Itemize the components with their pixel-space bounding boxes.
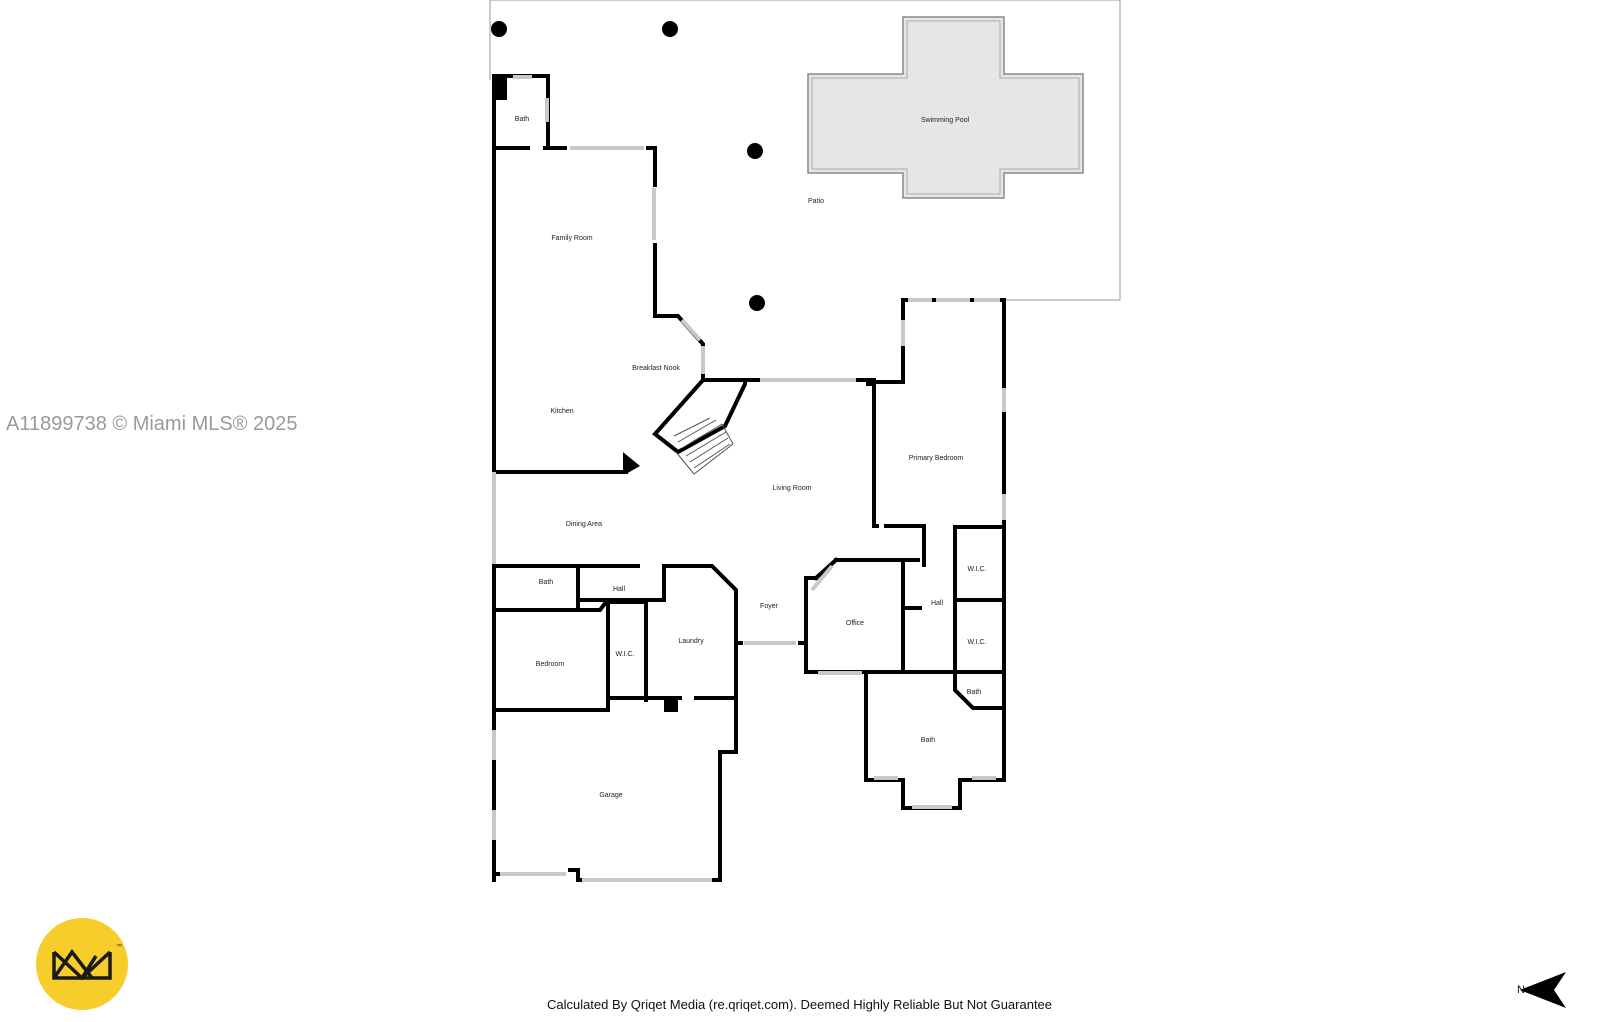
patio-outline xyxy=(490,0,1121,301)
window xyxy=(680,318,702,342)
room-label-office: Office xyxy=(846,620,864,627)
wall xyxy=(953,525,1006,674)
qriqet-logo-icon: ™ xyxy=(36,918,128,1010)
svg-text:™: ™ xyxy=(116,943,122,950)
wall xyxy=(606,600,648,710)
room-label-foyer: Foyer xyxy=(760,603,779,610)
column xyxy=(662,21,678,37)
wall-block xyxy=(664,696,678,712)
wall xyxy=(953,670,1006,710)
room-label-kitchen: Kitchen xyxy=(550,408,573,415)
staircase-outline xyxy=(675,423,734,475)
wall xyxy=(646,146,705,382)
wall xyxy=(901,558,922,674)
staircase-steps xyxy=(673,417,731,469)
column xyxy=(747,143,763,159)
wall-block xyxy=(623,452,640,474)
room-label-living-room: Living Room xyxy=(773,485,812,492)
swimming-pool xyxy=(807,16,1084,199)
room-label-hall: Hall xyxy=(931,600,944,607)
room-label-wic: W.I.C. xyxy=(615,651,634,658)
room-label-wic: W.I.C. xyxy=(967,566,986,573)
room-label-garage: Garage xyxy=(599,792,622,799)
wall-block xyxy=(866,380,876,386)
wall xyxy=(492,564,640,612)
column xyxy=(491,21,507,37)
wall xyxy=(492,696,738,712)
column xyxy=(749,295,765,311)
room-label-family-room: Family Room xyxy=(551,235,592,242)
room-label-wic: W.I.C. xyxy=(967,639,986,646)
wall xyxy=(864,670,1006,810)
wall xyxy=(856,378,879,528)
room-label-swimming-pool: Swimming Pool xyxy=(921,117,970,124)
room-label-patio: Patio xyxy=(808,198,824,205)
window xyxy=(810,564,834,592)
room-label-bath: Bath xyxy=(921,737,936,744)
room-label-bath: Bath xyxy=(515,116,530,123)
wall xyxy=(568,696,738,882)
room-label-bath: Bath xyxy=(967,689,982,696)
room-label-breakfast-nook: Breakfast Nook xyxy=(632,365,680,372)
room-label-bath: Bath xyxy=(539,579,554,586)
north-arrow-icon xyxy=(1520,972,1566,1008)
wall-block xyxy=(493,76,507,100)
room-label-hall: Hall xyxy=(613,586,626,593)
swimming-pool-coping xyxy=(811,20,1080,195)
room-label-bedroom: Bedroom xyxy=(536,661,565,668)
wall xyxy=(884,524,926,567)
room-label-primary-bedroom: Primary Bedroom xyxy=(909,455,964,462)
wall xyxy=(492,599,609,612)
room-label-laundry: Laundry xyxy=(678,638,704,645)
wall xyxy=(576,564,738,702)
room-label-dining-area: Dining Area xyxy=(566,521,602,528)
mls-watermark: A11899738 © Miami MLS® 2025 xyxy=(6,413,298,435)
disclaimer-text: Calculated By Qriqet Media (re.qriqet.co… xyxy=(546,997,1053,1012)
